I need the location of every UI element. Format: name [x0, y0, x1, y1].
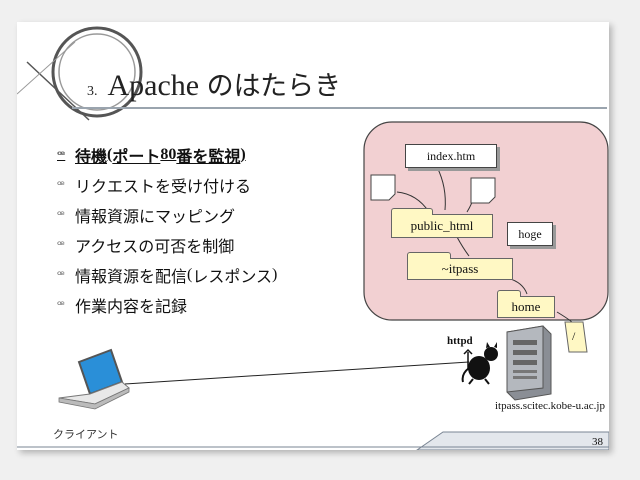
server-bay: [513, 370, 537, 373]
title-number: 3.: [87, 84, 98, 99]
tree-link: [456, 236, 470, 257]
deco-line: [26, 61, 90, 121]
client-server-link: [124, 361, 470, 385]
home-folder: home: [497, 290, 555, 318]
bullet-marker-icon: ꟹ: [57, 148, 66, 162]
public-html-folder: public_html: [391, 208, 493, 238]
bullet-item: ꟹ リクエストを受け付ける: [57, 177, 252, 196]
root-label: /: [572, 329, 576, 343]
file-icon: [370, 174, 396, 201]
tree-link: [556, 311, 573, 323]
client-label: クライアント: [53, 428, 119, 441]
httpd-label: httpd: [447, 335, 473, 347]
bullet-marker-icon: ꟹ: [57, 268, 65, 282]
server-bay: [513, 350, 537, 355]
bullet-item: ꟹ 作業内容を記録: [57, 297, 188, 316]
title-japanese: のはたらき: [206, 71, 342, 102]
server-bay: [513, 376, 537, 379]
bullet-marker-icon: ꟹ: [57, 208, 65, 222]
bullet-item: ꟹ 情報資源を配信(レスポンス): [57, 266, 278, 286]
tree-link: [436, 166, 446, 211]
deco-footer-band: [416, 431, 609, 450]
deco-arc: [51, 26, 143, 118]
slide-decoration: [17, 26, 609, 450]
slide-title: 3. Apache のはたらき: [87, 64, 341, 103]
bullet-marker-icon: ꟹ: [57, 238, 65, 252]
server-icon: [506, 325, 552, 401]
page-number: 38: [592, 436, 603, 448]
server-bay: [513, 340, 537, 345]
title-latin: Apache: [107, 69, 207, 102]
bullet-item: ꟹ アクセスの可否を制御: [57, 237, 235, 256]
index-file: index.htm: [405, 144, 497, 168]
bullet-marker-icon: ꟹ: [57, 298, 65, 312]
title-underline: [72, 107, 607, 109]
deco-line: [17, 41, 76, 95]
file-icon: [470, 177, 496, 204]
title-text: Apache のはたらき: [108, 64, 342, 103]
root-folder-icon: [564, 321, 588, 353]
bullet-item: ꟹ 待機 (ポート 80 番を監視): [57, 146, 246, 166]
slide: 3. Apache のはたらき ꟹ 待機 (ポート 80 番を監視) ꟹ リクエ…: [17, 22, 609, 450]
hoge-file: hoge: [507, 222, 553, 246]
bullet-item: ꟹ 情報資源にマッピング: [57, 207, 236, 226]
bullet-list: ꟹ 待機 (ポート 80 番を監視) ꟹ リクエストを受け付ける ꟹ 情報資源に…: [57, 140, 277, 320]
server-bay: [513, 360, 537, 365]
itpass-folder: ~itpass: [407, 252, 513, 280]
daemon-icon: [461, 342, 498, 385]
deco-arc: [58, 33, 136, 111]
laptop-icon: [58, 348, 130, 410]
server-hostname: itpass.scitec.kobe-u.ac.jp: [495, 400, 605, 412]
bullet-marker-icon: ꟹ: [57, 178, 65, 192]
